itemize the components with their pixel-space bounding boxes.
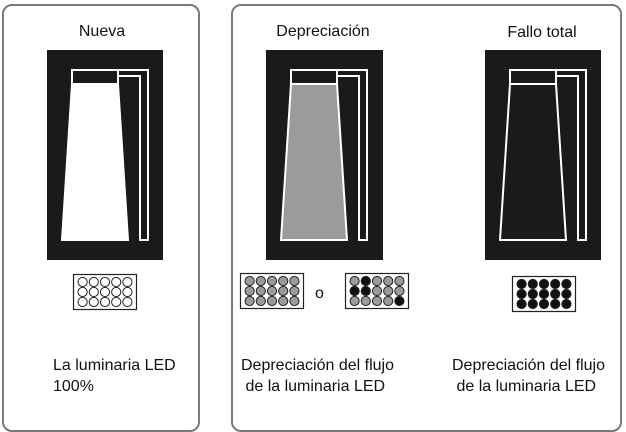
led-white [88, 296, 99, 308]
led-gray [360, 295, 371, 307]
led-black [394, 295, 405, 307]
caption-depreciation: Depreciación del flujo de la luminaria L… [241, 357, 394, 395]
led-black [516, 278, 527, 290]
led-gray [255, 285, 266, 297]
led-white [77, 276, 88, 288]
luminaire-light-body [279, 83, 349, 241]
led-black [561, 278, 572, 290]
led-gray [278, 275, 289, 287]
title-total-failure: Fallo total [507, 24, 577, 41]
led-white [88, 286, 99, 298]
led-white [99, 286, 111, 298]
luminaire-light-body [498, 83, 568, 241]
led-black [538, 288, 550, 300]
led-black [538, 298, 550, 310]
led-black [516, 288, 527, 300]
led-gray [266, 295, 278, 307]
led-gray [394, 275, 405, 287]
title-new: Nueva [78, 23, 126, 40]
led-white [111, 296, 122, 308]
led-black [360, 275, 371, 287]
led-black [561, 298, 572, 310]
separator-or: o [315, 285, 324, 302]
luminaire-light-body [60, 83, 130, 241]
led-white [99, 296, 111, 308]
led-white [122, 286, 133, 298]
led-black [516, 298, 527, 310]
led-array-depreciation-uniform [239, 272, 305, 310]
led-black [360, 285, 371, 297]
led-black [561, 288, 572, 300]
led-gray [383, 275, 394, 287]
led-gray [266, 285, 278, 297]
led-white [111, 286, 122, 298]
luminaire-new [47, 50, 163, 260]
led-gray [278, 285, 289, 297]
luminaire-side-bracket [555, 69, 587, 241]
caption-total-failure: Depreciación del flujo de la luminaria L… [452, 357, 605, 395]
led-gray [244, 295, 255, 307]
led-white [122, 276, 133, 288]
luminaire-total-failure [485, 50, 601, 260]
led-gray [278, 295, 289, 307]
led-gray [349, 275, 360, 287]
led-gray [289, 275, 300, 287]
led-gray [289, 285, 300, 297]
led-array-total-failure [511, 275, 577, 313]
led-white [122, 296, 133, 308]
led-gray [289, 295, 300, 307]
led-gray [266, 275, 278, 287]
led-gray [244, 275, 255, 287]
led-gray [349, 295, 360, 307]
led-white [77, 286, 88, 298]
led-array-new [72, 273, 138, 311]
led-black [538, 278, 550, 290]
led-black [550, 288, 561, 300]
led-black [550, 298, 561, 310]
led-gray [371, 295, 383, 307]
led-gray [371, 285, 383, 297]
led-gray [244, 285, 255, 297]
led-black [527, 288, 538, 300]
led-white [99, 276, 111, 288]
led-white [111, 276, 122, 288]
led-gray [255, 295, 266, 307]
led-gray [394, 285, 405, 297]
led-gray [371, 275, 383, 287]
title-depreciation: Depreciación [276, 23, 370, 40]
led-gray [383, 285, 394, 297]
led-black [349, 285, 360, 297]
led-gray [383, 295, 394, 307]
led-black [550, 278, 561, 290]
led-white [77, 296, 88, 308]
luminaire-side-bracket [336, 69, 368, 241]
caption-new: La luminaria LED 100% [53, 357, 176, 395]
led-array-depreciation-partial-failure [344, 272, 410, 310]
led-gray [255, 275, 266, 287]
luminaire-depreciation [266, 50, 383, 260]
led-white [88, 276, 99, 288]
led-black [527, 278, 538, 290]
led-black [527, 298, 538, 310]
luminaire-side-bracket [117, 69, 149, 241]
